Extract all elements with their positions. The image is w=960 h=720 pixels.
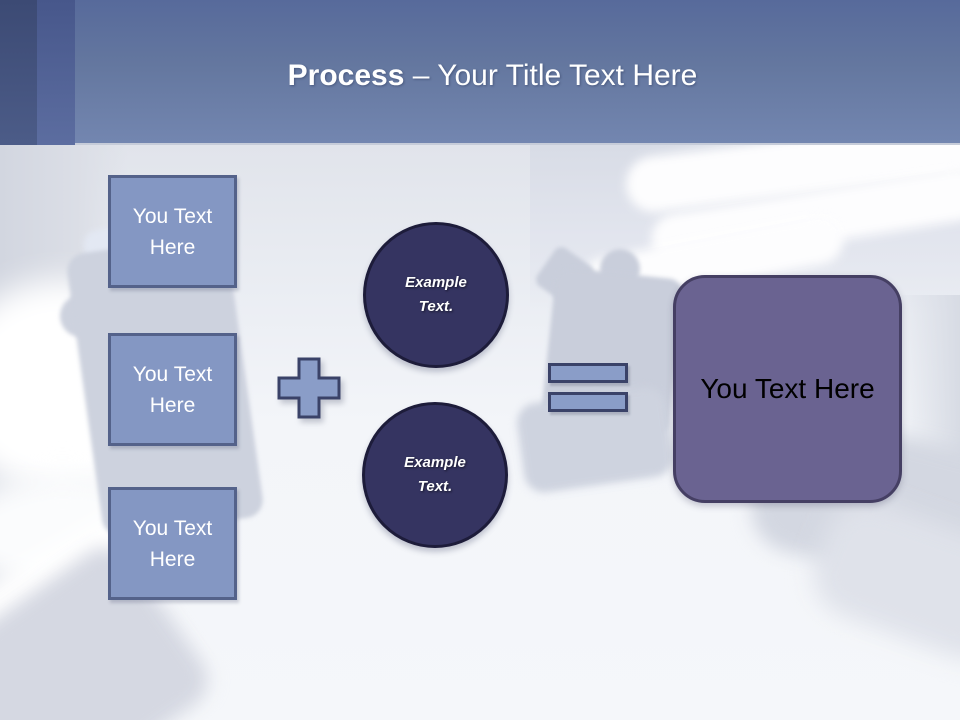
- example-circle-1: Example Text.: [363, 222, 509, 368]
- input-box-2: You Text Here: [108, 333, 237, 446]
- plus-icon: [277, 357, 341, 419]
- input-box-label: You Text Here: [132, 204, 213, 259]
- equals-icon: [548, 363, 628, 383]
- edge-stripe-dark: [0, 0, 37, 145]
- page-title: Process – Your Title Text Here: [25, 56, 960, 96]
- page-title-keyword: Process: [287, 59, 405, 92]
- header-band: Process – Your Title Text Here: [0, 0, 960, 145]
- edge-stripe-medium: [37, 0, 75, 145]
- input-box-3: You Text Here: [108, 487, 237, 600]
- equals-icon: [548, 392, 628, 412]
- example-circle-2: Example Text.: [362, 402, 508, 548]
- result-box-label: You Text Here: [700, 373, 875, 404]
- example-circle-label: Example Text.: [404, 454, 466, 495]
- result-box: You Text Here: [673, 275, 902, 503]
- input-box-1: You Text Here: [108, 175, 237, 288]
- example-circle-label: Example Text.: [405, 274, 467, 315]
- input-box-label: You Text Here: [132, 362, 213, 417]
- input-box-label: You Text Here: [132, 516, 213, 571]
- page-title-subtitle: – Your Title Text Here: [404, 59, 698, 92]
